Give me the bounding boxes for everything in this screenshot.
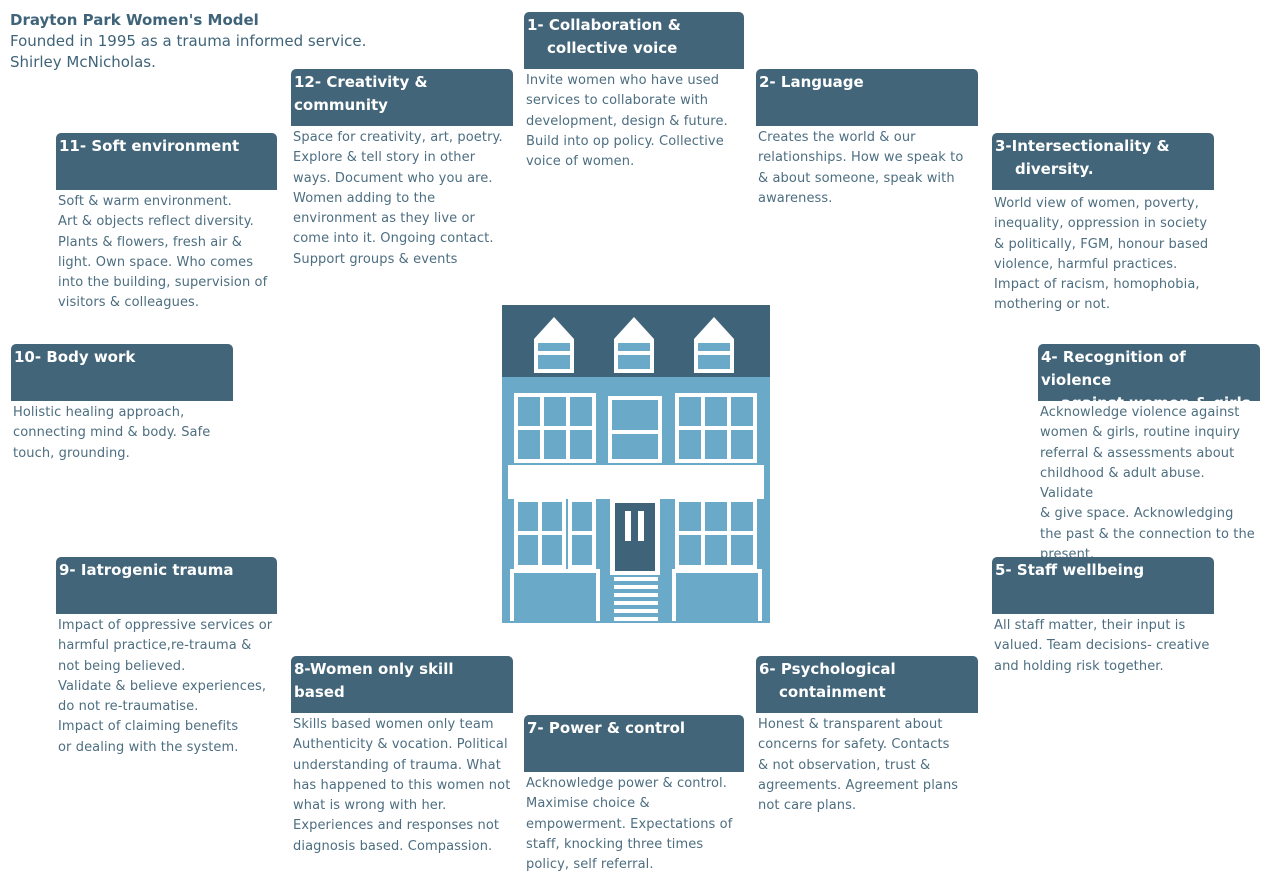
principle-7-header: 7- Power & control <box>524 715 744 772</box>
house-dormer-left <box>534 317 574 373</box>
principle-1-title: 1- Collaboration & <box>527 14 738 37</box>
principle-9-title: Iatrogenic trauma <box>80 561 234 579</box>
principle-12-description: Space for creativity, art, poetry. Explo… <box>293 130 503 267</box>
principle-4-title-line2: against women & girls <box>1061 394 1251 412</box>
principle-10: 10- Body work Holistic healing approach,… <box>11 344 233 464</box>
house-base-left-panel <box>514 573 596 621</box>
principle-8-title: Women only skill based <box>294 660 454 701</box>
principle-11: 11- Soft environment Soft & warm environ… <box>56 133 277 314</box>
principle-10-number: 10- <box>14 348 42 366</box>
principle-1: 1- Collaboration & collective voice Invi… <box>524 12 744 172</box>
house-icon <box>502 305 770 623</box>
principle-7-number: 7- <box>527 719 544 737</box>
principle-3-title: 3-Intersectionality & <box>995 135 1208 158</box>
principle-8: 8-Women only skill based Skills based wo… <box>291 656 513 857</box>
house-window-upper-middle <box>608 396 662 463</box>
house-door <box>610 499 660 575</box>
house-balcony <box>508 465 764 499</box>
model-title: Drayton Park Women's Model <box>10 11 259 29</box>
principle-3-title-line2: diversity. <box>1015 160 1094 178</box>
principle-6-title: 6- Psychological <box>759 658 972 681</box>
principle-5-description: All staff matter, their input is valued.… <box>994 618 1210 674</box>
house-window-lower-left <box>514 499 596 569</box>
principle-4-description: Acknowledge violence against women & gir… <box>1040 405 1255 563</box>
principle-3-title-line1: Intersectionality & <box>1011 137 1170 155</box>
principle-4-title-line1: Recognition of violence <box>1041 348 1186 389</box>
model-founded: Founded in 1995 as a trauma informed ser… <box>10 32 367 50</box>
principle-8-header: 8-Women only skill based <box>291 656 513 713</box>
principle-5: 5- Staff wellbeing All staff matter, the… <box>992 557 1214 677</box>
principle-7-description: Acknowledge power & control. Maximise ch… <box>526 776 733 873</box>
principle-2-title: Language <box>780 73 864 91</box>
principle-12-title: Creativity & community <box>294 73 428 114</box>
principle-9: 9- Iatrogenic trauma Impact of oppressiv… <box>56 557 277 758</box>
principle-9-number: 9- <box>59 561 76 579</box>
principle-5-number: 5- <box>995 561 1012 579</box>
principle-9-description: Impact of oppressive services or harmful… <box>58 618 273 755</box>
principle-3-description: World view of women, poverty, inequality… <box>994 196 1209 313</box>
principle-2-description: Creates the world & our relationships. H… <box>758 130 964 206</box>
principle-7: 7- Power & control Acknowledge power & c… <box>524 715 744 875</box>
model-author: Shirley McNicholas. <box>10 53 156 71</box>
principle-3-number: 3- <box>995 137 1012 155</box>
principle-2-number: 2- <box>759 73 776 91</box>
principle-1-description: Invite women who have used services to c… <box>526 73 728 170</box>
principle-6: 6- Psychological containment Honest & tr… <box>756 656 978 816</box>
house-steps <box>614 577 658 621</box>
principle-6-title-line2: containment <box>779 683 886 701</box>
principle-4: 4- Recognition of violence against women… <box>1038 344 1260 565</box>
principle-4-header: 4- Recognition of violence against women… <box>1038 344 1260 412</box>
principle-11-number: 11- <box>59 137 87 155</box>
principle-11-description: Soft & warm environment. Art & objects r… <box>58 194 268 311</box>
principle-1-number: 1- <box>527 16 544 34</box>
principle-10-title: Body work <box>46 348 136 366</box>
model-intro: Drayton Park Women's Model Founded in 19… <box>10 10 366 73</box>
house-base-right-panel <box>676 573 758 621</box>
principle-4-title: 4- Recognition of violence <box>1041 346 1254 392</box>
principle-5-title: Staff wellbeing <box>1016 561 1145 579</box>
principle-9-header: 9- Iatrogenic trauma <box>56 557 277 614</box>
principle-3: 3-Intersectionality & diversity. World v… <box>992 133 1214 316</box>
principle-8-description: Skills based women only team Authenticit… <box>293 717 511 854</box>
house-window-lower-right <box>675 499 757 569</box>
principle-12-header: 12- Creativity & community <box>291 69 513 126</box>
principle-1-header: 1- Collaboration & collective voice <box>524 12 744 69</box>
principle-11-header: 11- Soft environment <box>56 133 277 190</box>
principle-7-title: Power & control <box>548 719 686 737</box>
principle-1-title-line2: collective voice <box>547 39 678 57</box>
principle-12: 12- Creativity & community Space for cre… <box>291 69 513 270</box>
principle-10-header: 10- Body work <box>11 344 233 401</box>
principle-10-description: Holistic healing approach, connecting mi… <box>13 405 211 461</box>
principle-4-number: 4- <box>1041 348 1058 366</box>
principle-2: 2- Language Creates the world & our rela… <box>756 69 978 209</box>
principle-5-header: 5- Staff wellbeing <box>992 557 1214 614</box>
principle-1-title-line1: Collaboration & <box>548 16 681 34</box>
principle-8-number: 8- <box>294 660 310 678</box>
principle-11-title: Soft environment <box>91 137 240 155</box>
principle-6-description: Honest & transparent about concerns for … <box>758 717 959 814</box>
principle-2-header: 2- Language <box>756 69 978 126</box>
principle-6-title-line1: Psychological <box>780 660 896 678</box>
principle-6-number: 6- <box>759 660 776 678</box>
principle-6-header: 6- Psychological containment <box>756 656 978 713</box>
house-dormer-middle <box>614 317 654 373</box>
house-dormer-right <box>694 317 734 373</box>
house-window-upper-left <box>514 393 596 463</box>
house-window-upper-right <box>675 393 757 463</box>
principle-12-number: 12- <box>294 73 322 91</box>
principle-3-header: 3-Intersectionality & diversity. <box>992 133 1214 190</box>
